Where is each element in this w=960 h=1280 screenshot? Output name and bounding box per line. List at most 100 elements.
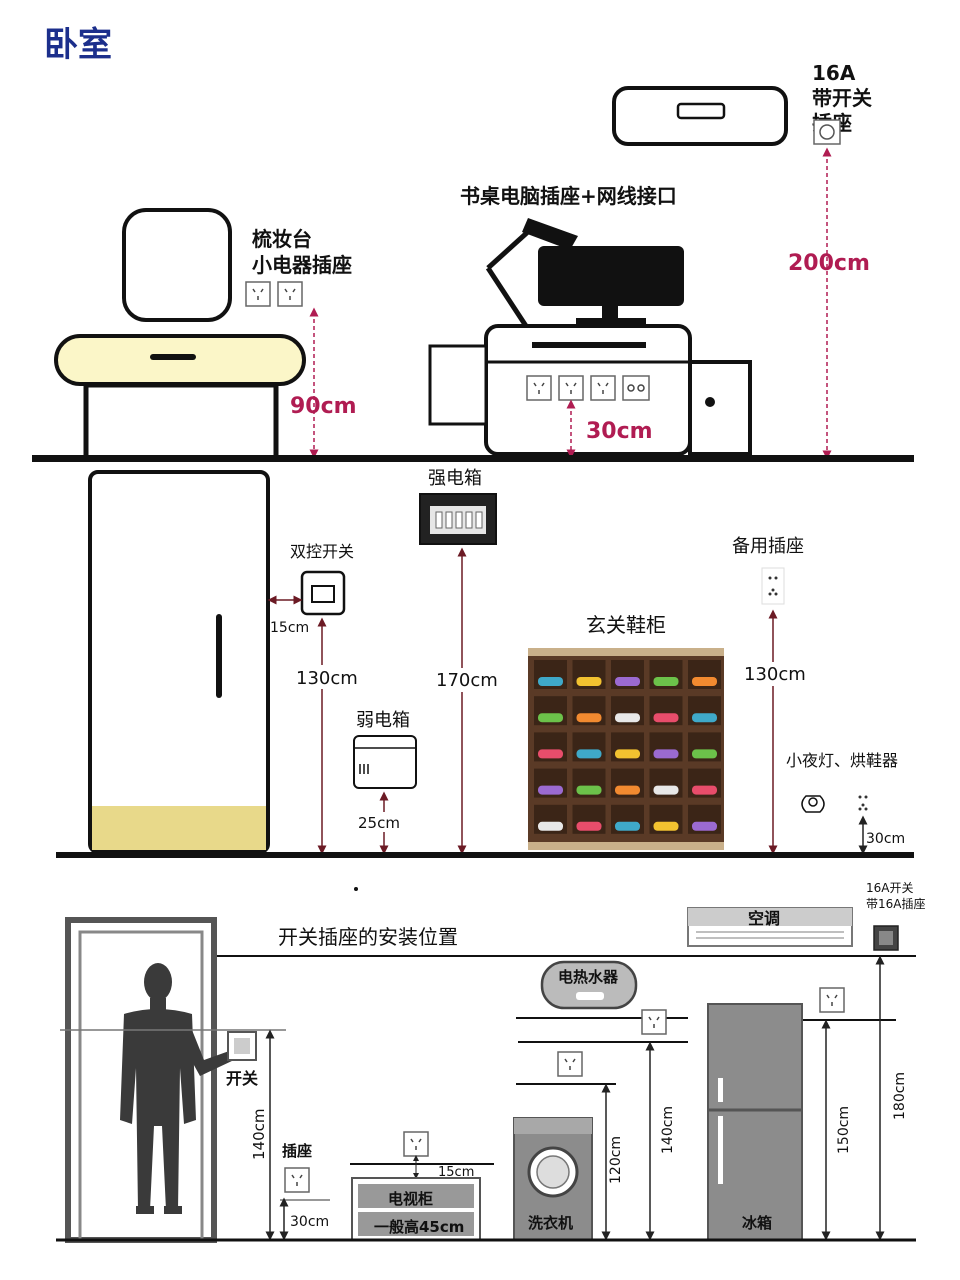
bedroom-section: 卧室 16A 带开关 插座 200cm 梳妆台 小电器插座 90cm xyxy=(32,25,914,462)
strong-box-label: 强电箱 xyxy=(428,468,482,489)
shoe-cabinet xyxy=(528,648,724,850)
shoe-pair xyxy=(653,677,679,686)
vanity-socket-icon-2 xyxy=(277,281,303,307)
tv-note-label: 一般高45cm xyxy=(374,1218,464,1236)
shoe-pair xyxy=(538,749,563,759)
switch-height-bg xyxy=(294,665,354,689)
tv-cabinet-label: 电视柜 xyxy=(388,1190,433,1208)
socket-label: 插座 xyxy=(282,1142,312,1160)
shoe-pair xyxy=(653,713,679,723)
shoe-pair xyxy=(576,785,602,795)
general-title: 开关插座的安装位置 xyxy=(278,925,458,949)
switch-height-label-2: 140cm xyxy=(250,1109,268,1161)
shoe-pair xyxy=(692,713,717,723)
stray-dot xyxy=(354,887,358,891)
ac-label: 空调 xyxy=(748,909,780,928)
shoe-pair xyxy=(653,785,679,795)
night-light-label: 小夜灯、烘鞋器 xyxy=(786,751,898,770)
night-height-label: 30cm xyxy=(866,831,905,847)
shoe-pair xyxy=(576,821,602,831)
refrigerator xyxy=(707,1003,803,1241)
desk-socket-icon-1 xyxy=(526,375,552,401)
switch-gap-label: 15cm xyxy=(270,620,309,636)
ac-socket-icon xyxy=(813,119,841,145)
fridge-socket-icon xyxy=(819,987,845,1013)
dual-switch-icon xyxy=(300,570,346,616)
shoe-pair xyxy=(538,713,563,723)
switch-label: 开关 xyxy=(226,1069,258,1088)
shoe-pair xyxy=(653,749,679,759)
tv-cabinet xyxy=(351,1177,481,1241)
wall-socket-icon xyxy=(284,1167,310,1193)
heater-label: 电热水器 xyxy=(558,968,619,986)
spare-socket-label: 备用插座 xyxy=(732,536,804,557)
spare-height-bg xyxy=(744,662,804,686)
water-heater xyxy=(540,960,638,1010)
tv-socket-icon xyxy=(403,1131,429,1157)
shoe-pair xyxy=(653,821,679,831)
fridge-label: 冰箱 xyxy=(742,1214,772,1232)
night-socket-icon xyxy=(858,795,868,811)
entry-section: 双控开关 15cm 130cm 弱电箱 25cm 强电箱 xyxy=(56,468,914,858)
desk-socket-icon-2 xyxy=(558,375,584,401)
vanity-table xyxy=(54,208,306,458)
shoe-pair xyxy=(692,821,717,831)
desk-computer xyxy=(428,218,752,456)
ac-socket-label-small-1: 16A开关 xyxy=(866,881,913,895)
shoe-pair xyxy=(615,821,640,831)
tv-gap-label: 15cm xyxy=(438,1165,474,1180)
desk-label: 书桌电脑插座+网线接口 xyxy=(460,184,677,208)
shoe-pair xyxy=(615,785,640,795)
ac-height-label-small: 180cm xyxy=(892,1072,908,1120)
shoe-pair xyxy=(615,749,640,759)
washer-height-label: 120cm xyxy=(608,1136,624,1184)
spare-height-label: 130cm xyxy=(744,664,806,685)
washing-machine xyxy=(513,1117,593,1241)
wall-switch-icon xyxy=(227,1031,257,1061)
ac-socket-label-2: 带开关 xyxy=(812,86,872,110)
weak-box-icon xyxy=(353,735,417,789)
shoe-pair xyxy=(576,677,602,686)
dual-switch-label: 双控开关 xyxy=(290,542,354,561)
entry-floor xyxy=(56,852,914,858)
shoe-pair xyxy=(615,677,640,686)
shoe-pair xyxy=(615,713,640,723)
strong-box-icon xyxy=(419,493,497,545)
bedroom-floor xyxy=(32,455,914,462)
switch-height-label: 130cm xyxy=(296,668,358,689)
strong-height-bg xyxy=(434,668,494,692)
spare-socket-icon xyxy=(761,567,785,605)
vanity-label-1: 梳妆台 xyxy=(252,227,312,251)
air-conditioner-unit xyxy=(612,86,788,146)
ac-height-label: 200cm xyxy=(788,251,870,276)
person-silhouette xyxy=(120,963,234,1214)
shoe-pair xyxy=(538,821,563,831)
night-light-icon xyxy=(801,795,825,813)
shoe-pair xyxy=(538,677,563,686)
washer-socket-icon xyxy=(557,1051,583,1077)
shoe-pair xyxy=(692,677,717,686)
shoe-cabinet-label: 玄关鞋柜 xyxy=(586,613,666,637)
desk-socket-icon-3 xyxy=(590,375,616,401)
bedroom-title: 卧室 xyxy=(44,25,112,65)
ac-socket-icon-small xyxy=(873,925,899,951)
socket-height-label: 30cm xyxy=(290,1214,329,1230)
shoe-pair xyxy=(576,749,602,759)
entry-door xyxy=(88,470,270,854)
vanity-socket-icon xyxy=(245,281,271,307)
weak-height-label: 25cm xyxy=(358,814,400,832)
shoe-pair xyxy=(692,785,717,795)
fridge-height-label: 150cm xyxy=(836,1106,852,1154)
air-conditioner-small xyxy=(687,907,853,947)
shoe-pair xyxy=(692,749,717,759)
ac-socket-label-1: 16A xyxy=(812,61,856,85)
general-section: 开关插座的安装位置 开关 140cm 插座 30cm xyxy=(56,881,925,1243)
heater-height-label: 140cm xyxy=(660,1106,676,1154)
network-port-icon xyxy=(622,375,650,401)
strong-height-label: 170cm xyxy=(436,670,498,691)
shoe-pair xyxy=(576,713,602,723)
weak-box-label: 弱电箱 xyxy=(356,710,410,731)
heater-socket-icon xyxy=(641,1009,667,1035)
weak-height-bg xyxy=(358,812,406,832)
